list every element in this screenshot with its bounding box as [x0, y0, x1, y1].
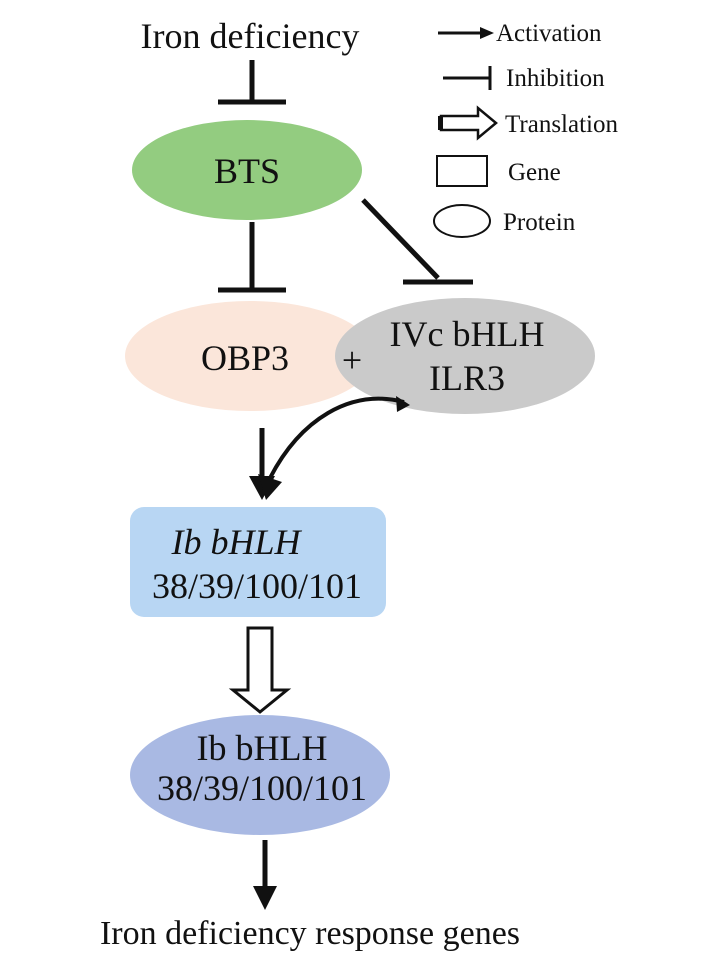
legend-inhibition: Inhibition	[443, 65, 605, 92]
ib-bhlh-protein-node: Ib bHLH 38/39/100/101	[130, 715, 390, 835]
activation-edge-protein-response	[253, 840, 277, 910]
activation-arrowhead	[253, 886, 277, 910]
legend-activation-arrow-icon	[480, 27, 494, 39]
legend-gene-rectangle-icon	[436, 155, 488, 187]
bts-protein-node: BTS	[132, 120, 362, 220]
ilr3-label-line2: ILR3	[429, 358, 505, 398]
response-genes-label: Iron deficiency response genes	[100, 915, 520, 952]
legend-translation-hollow-arrow-icon	[439, 105, 498, 141]
inhibition-edge-iron-bts	[218, 60, 286, 105]
legend: Activation Inhibition Translation Gene P…	[433, 20, 618, 238]
bts-ellipse	[132, 120, 362, 220]
ilr3-ellipse	[335, 298, 595, 414]
activation-arrowhead	[258, 474, 282, 500]
inhibition-edge-bts-ilr3	[361, 198, 473, 285]
legend-protein-ellipse-icon	[433, 204, 491, 238]
translation-edge-gene-protein	[228, 626, 292, 714]
ib-bhlh-protein-ellipse	[130, 715, 390, 835]
bts-label: BTS	[214, 151, 280, 191]
legend-gene: Gene	[436, 155, 561, 187]
ib-bhlh-protein-label-line2: 38/39/100/101	[157, 768, 367, 808]
obp3-label: OBP3	[201, 338, 289, 378]
ilr3-label-line1: IVc bHLH	[390, 314, 545, 354]
ib-bhlh-gene-node: Ib bHLH 38/39/100/101	[130, 507, 386, 617]
ib-bhlh-protein-label-line1: Ib bHLH	[197, 728, 328, 768]
inhibition-edge-bts-obp3	[218, 222, 286, 293]
ib-bhlh-gene-label-line1: Ib bHLH	[170, 522, 302, 562]
ib-bhlh-gene-label-line2: 38/39/100/101	[152, 566, 362, 606]
legend-translation-label: Translation	[505, 111, 618, 138]
legend-activation: Activation	[438, 20, 602, 47]
legend-protein-label: Protein	[503, 209, 576, 236]
iron-deficiency-label: Iron deficiency	[141, 16, 360, 56]
obp3-protein-node: OBP3	[125, 301, 375, 411]
obp3-ellipse	[125, 301, 375, 411]
legend-translation: Translation	[438, 105, 618, 141]
ib-bhlh-gene-box	[130, 507, 386, 617]
legend-activation-label: Activation	[496, 20, 602, 47]
legend-gene-label: Gene	[508, 159, 561, 186]
plus-sign: +	[342, 340, 362, 380]
activation-edge-ilr3-gene	[258, 396, 410, 500]
legend-protein: Protein	[433, 204, 576, 238]
legend-inhibition-label: Inhibition	[506, 65, 605, 92]
ilr3-protein-node: IVc bHLH ILR3	[335, 298, 595, 414]
